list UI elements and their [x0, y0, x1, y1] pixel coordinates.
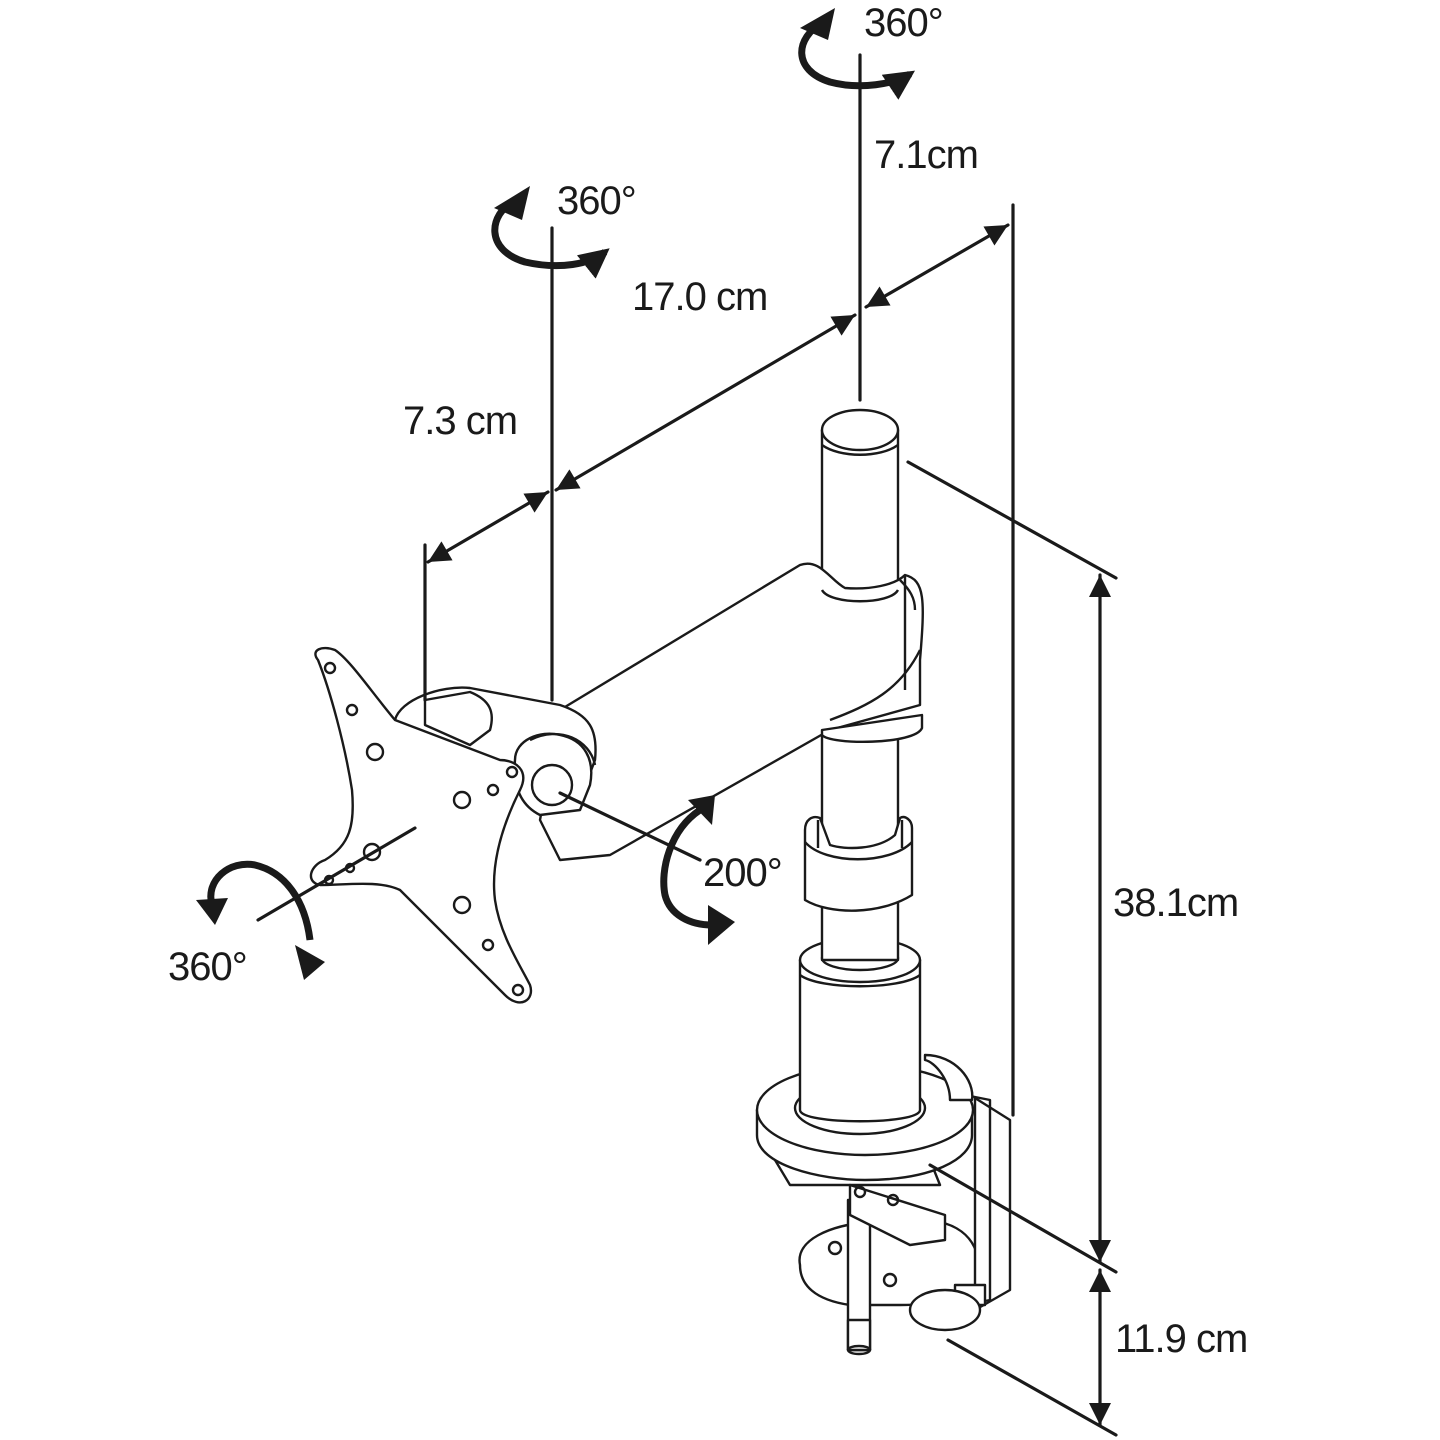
dim-label-head-offset: 7.3 cm — [403, 399, 517, 443]
dim-arm-length — [554, 313, 857, 492]
rotation-arrow-column-icon — [798, 8, 915, 100]
rotation-arrows — [196, 8, 915, 980]
dim-label-clamp-range: 11.9 cm — [1115, 1317, 1247, 1361]
rotation-label-tilt: 200° — [703, 851, 782, 895]
rotation-label-column: 360° — [864, 1, 943, 45]
rotation-arrow-plate-icon — [196, 860, 325, 980]
rotation-label-plate: 360° — [168, 945, 247, 989]
rotation-label-joint: 360° — [557, 179, 636, 223]
dim-head-offset — [426, 490, 550, 564]
dimension-lines — [426, 223, 1118, 1437]
height-collar — [803, 815, 914, 912]
rotation-arrow-tilt-icon — [660, 795, 735, 945]
tilt-axis — [558, 791, 702, 862]
plate-axis — [256, 826, 417, 922]
extension-arm — [538, 562, 924, 862]
dim-label-joint-offset: 7.1cm — [874, 133, 978, 177]
ext-clamp-bottom — [946, 1338, 1118, 1437]
dim-joint-offset — [864, 223, 1010, 309]
dim-label-arm-length: 17.0 cm — [632, 275, 767, 319]
axis-lines — [256, 53, 1015, 1117]
ext-column-top — [906, 460, 1118, 580]
labels: 360° 7.1cm 360° 17.0 cm 7.3 cm 200° 360°… — [168, 1, 1248, 1361]
tilt-joint — [393, 686, 597, 817]
dim-label-column-height: 38.1cm — [1113, 881, 1238, 925]
rotation-arrow-joint-icon — [491, 186, 610, 279]
ext-desk-top — [928, 1163, 1118, 1274]
lower-column — [798, 936, 922, 1123]
monitor-arm — [309, 408, 1012, 1356]
